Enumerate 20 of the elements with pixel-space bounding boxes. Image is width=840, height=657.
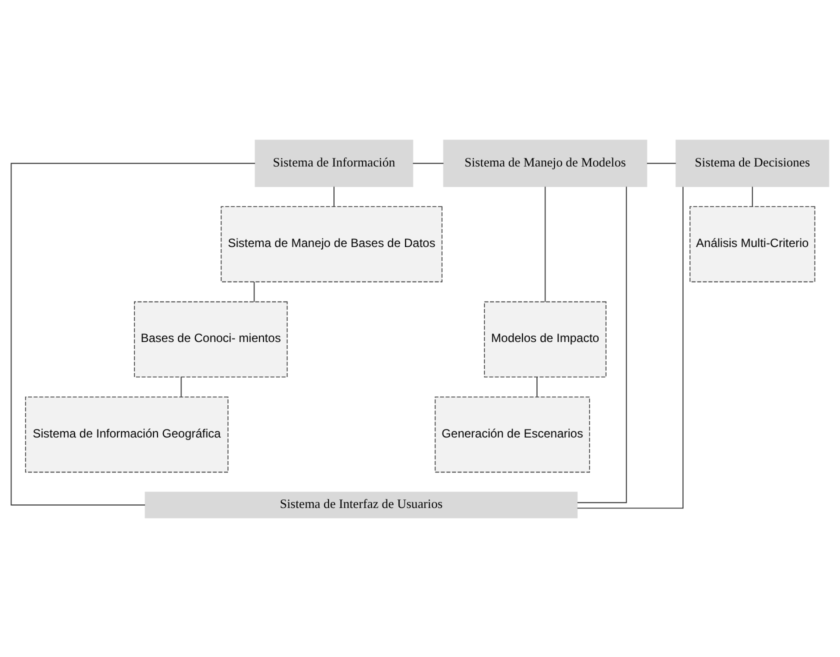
node-box: Generación de Escenarios	[434, 396, 590, 472]
node-box: Sistema de Información	[254, 139, 414, 186]
connector	[544, 186, 546, 302]
connector	[180, 376, 182, 397]
node-box: Sistema de Interfaz de Usuarios	[144, 491, 578, 518]
node-box: Sistema de Manejo de Modelos	[443, 139, 648, 186]
node-box: Bases de Conoci- mientos	[134, 300, 288, 377]
node-box: Sistema de Información Geográfica	[25, 396, 228, 472]
connector	[646, 162, 676, 164]
connector	[412, 162, 444, 164]
connector	[254, 280, 255, 302]
connector	[536, 376, 538, 397]
node-box: Análisis Multi-Criterio	[690, 206, 816, 282]
connector	[576, 186, 684, 508]
node-box: Sistema de Manejo de Bases de Datos	[220, 206, 442, 282]
connector	[10, 162, 256, 505]
connector	[752, 186, 753, 206]
node-box: Modelos de Impacto	[484, 300, 606, 377]
node-box: Sistema de Decisiones	[676, 139, 830, 186]
connector	[576, 186, 627, 503]
